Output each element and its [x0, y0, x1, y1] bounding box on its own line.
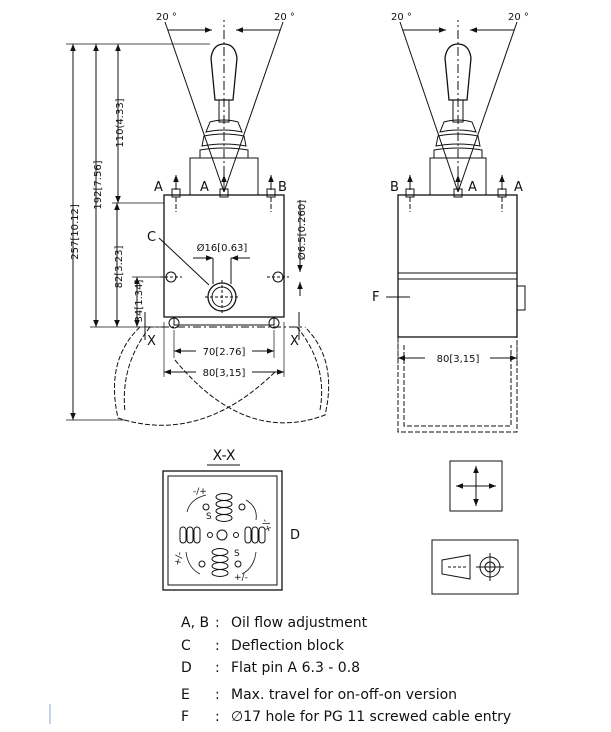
dim-70: 70[2.76] — [203, 347, 246, 358]
legend-item: D : Flat pin A 6.3 - 0.8 — [181, 657, 511, 680]
switch-label-top: S — [206, 512, 212, 522]
legend-item: A, B : Oil flow adjustment — [181, 612, 511, 635]
legend-key: C — [181, 637, 191, 654]
pin-label-bottom: +/- — [234, 573, 248, 583]
side-port-a-inner: A — [468, 180, 477, 195]
legend-separator: : — [215, 660, 220, 677]
section-marker-x-right: X — [290, 334, 299, 349]
legend-item: C : Deflection block — [181, 635, 511, 658]
section-title: X-X — [213, 448, 236, 464]
dim-65: Ø6.5[0.260] — [296, 200, 308, 260]
front-view — [66, 20, 330, 426]
legend-separator: : — [215, 637, 220, 654]
section-labels: X-X D -/+ -/+ +/- +/- S S — [173, 448, 300, 583]
legend: A, B : Oil flow adjustment C : Deflectio… — [181, 612, 511, 729]
legend-text: Max. travel for on-off-on version — [231, 686, 458, 703]
pin-label-right: -/+ — [259, 518, 273, 534]
label-f: F — [372, 290, 379, 305]
front-view-labels: 20 ° 20 ° 257[10.12] 192[7.56] 110(4.33]… — [70, 12, 308, 379]
legend-item: E : Max. travel for on-off-on version — [181, 684, 511, 707]
side-view — [386, 20, 526, 433]
dim-110: 110(4.33] — [115, 98, 126, 147]
legend-key: A, B — [181, 615, 210, 631]
legend-separator: : — [215, 709, 220, 726]
angle-front-right: 20 ° — [274, 12, 295, 23]
legend-text: ∅17 hole for PG 11 screwed cable entry — [231, 709, 512, 726]
port-a-center: A — [200, 180, 209, 195]
label-d: D — [290, 528, 300, 543]
dim-82: 82[3.23] — [114, 246, 125, 289]
label-c: C — [147, 230, 156, 245]
section-marker-x-left: X — [147, 334, 156, 349]
angle-side-left: 20 ° — [391, 12, 412, 23]
angle-front-left: 20 ° — [156, 12, 177, 23]
port-a-left: A — [154, 180, 163, 195]
legend-text: Deflection block — [231, 637, 344, 654]
projection-symbol-icon — [431, 539, 519, 595]
pin-label-left: +/- — [173, 551, 185, 566]
edge-marker — [49, 704, 51, 724]
port-b-right: B — [278, 180, 287, 195]
legend-key: F — [181, 709, 190, 726]
legend-item: F : ∅17 hole for PG 11 screwed cable ent… — [181, 706, 511, 729]
dim-34: 34[1.34] — [134, 280, 145, 323]
dim-16: Ø16[0.63] — [197, 242, 248, 254]
dim-80-front: 80[3,15] — [203, 368, 246, 379]
side-port-a-outer: A — [514, 180, 523, 195]
dim-192: 192[7.56] — [93, 160, 104, 209]
legend-text: Oil flow adjustment — [231, 615, 368, 631]
four-way-arrows-icon — [449, 460, 503, 512]
side-view-labels: 20 ° 20 ° B A A F 80[3,15] — [372, 12, 529, 365]
dim-80-side: 80[3,15] — [437, 354, 480, 365]
angle-side-right: 20 ° — [508, 12, 529, 23]
legend-separator: : — [215, 615, 220, 631]
legend-text: Flat pin A 6.3 - 0.8 — [231, 660, 361, 677]
legend-key: D — [181, 660, 192, 677]
side-port-b: B — [390, 180, 399, 195]
legend-separator: : — [215, 686, 220, 703]
legend-key: E — [181, 686, 190, 703]
pin-label-top: -/+ — [193, 487, 207, 497]
section-xx — [162, 464, 283, 591]
switch-label-bottom: S — [234, 549, 240, 559]
dim-total-height: 257[10.12] — [70, 204, 81, 260]
